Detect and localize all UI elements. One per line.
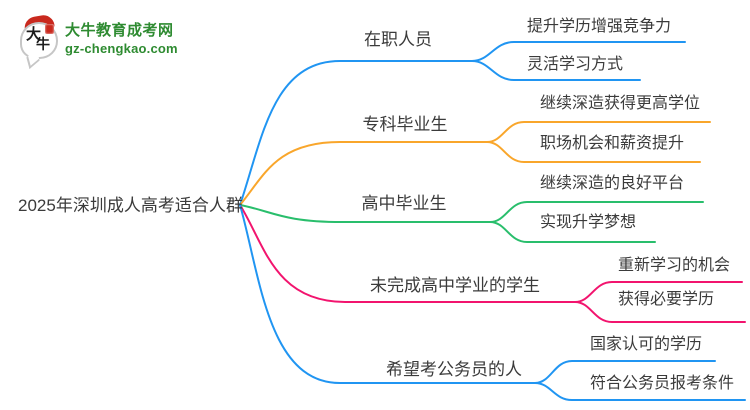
logo-red-seal-shape (45, 24, 54, 34)
logo-title: 大牛教育成考网 (65, 22, 174, 39)
branch-3-lower-line (489, 221, 656, 243)
branch-3-child-2-label: 实现升学梦想 (540, 214, 637, 231)
logo-text-block: 大牛教育成考网 gz-chengkao.com (65, 22, 178, 56)
branch-5-lower-line (534, 382, 746, 401)
branch-5-upper-line (534, 360, 716, 384)
branch-2-main-line (239, 141, 488, 206)
branch-4-main-line (239, 204, 576, 303)
branch-1-main-line (239, 60, 473, 206)
branch-4-child-2-label: 获得必要学历 (618, 291, 715, 308)
branch-5-child-2-label: 符合公务员报考条件 (590, 375, 735, 392)
branch-4-lower-line (574, 301, 746, 323)
branch-2-lower-line (486, 141, 701, 163)
branch-2-child-2-label: 职场机会和薪资提升 (540, 135, 685, 152)
branch-3-child-1-label: 继续深造的良好平台 (540, 175, 685, 192)
site-logo: 大 牛 大牛教育成考网 gz-chengkao.com (16, 13, 216, 70)
branch-3-label: 高中毕业生 (361, 194, 447, 213)
branch-3-main-line (239, 204, 491, 223)
branch-1-label: 在职人员 (364, 30, 432, 49)
logo-bubble-shape (20, 22, 58, 59)
logo-domain: gz-chengkao.com (65, 41, 178, 56)
branch-5-child-1-label: 国家认可的学历 (590, 336, 703, 353)
branch-5-label: 希望考公务员的人 (386, 360, 522, 379)
branch-4-child-1-label: 重新学习的机会 (618, 257, 731, 274)
logo-char-da: 大 (26, 26, 42, 43)
branch-1-child-1-label: 提升学历增强竞争力 (527, 18, 672, 35)
branch-1-lower-line (471, 60, 641, 81)
logo-char-niu: 牛 (36, 36, 50, 52)
branch-4-label: 未完成高中学业的学生 (370, 276, 540, 295)
bull-speech-bubble-icon: 大 牛 (18, 13, 66, 70)
root-topic: 2025年深圳成人高考适合人群 (18, 196, 243, 215)
branch-2-upper-line (486, 121, 711, 143)
branch-1-child-2-label: 灵活学习方式 (527, 56, 624, 73)
branch-4-upper-line (574, 281, 743, 303)
branch-3-upper-line (489, 201, 704, 223)
branch-2-label: 专科毕业生 (362, 115, 448, 134)
branch-5-main-line (239, 204, 536, 384)
branch-2-child-1-label: 继续深造获得更高学位 (540, 95, 701, 112)
branch-1-upper-line (471, 41, 686, 62)
